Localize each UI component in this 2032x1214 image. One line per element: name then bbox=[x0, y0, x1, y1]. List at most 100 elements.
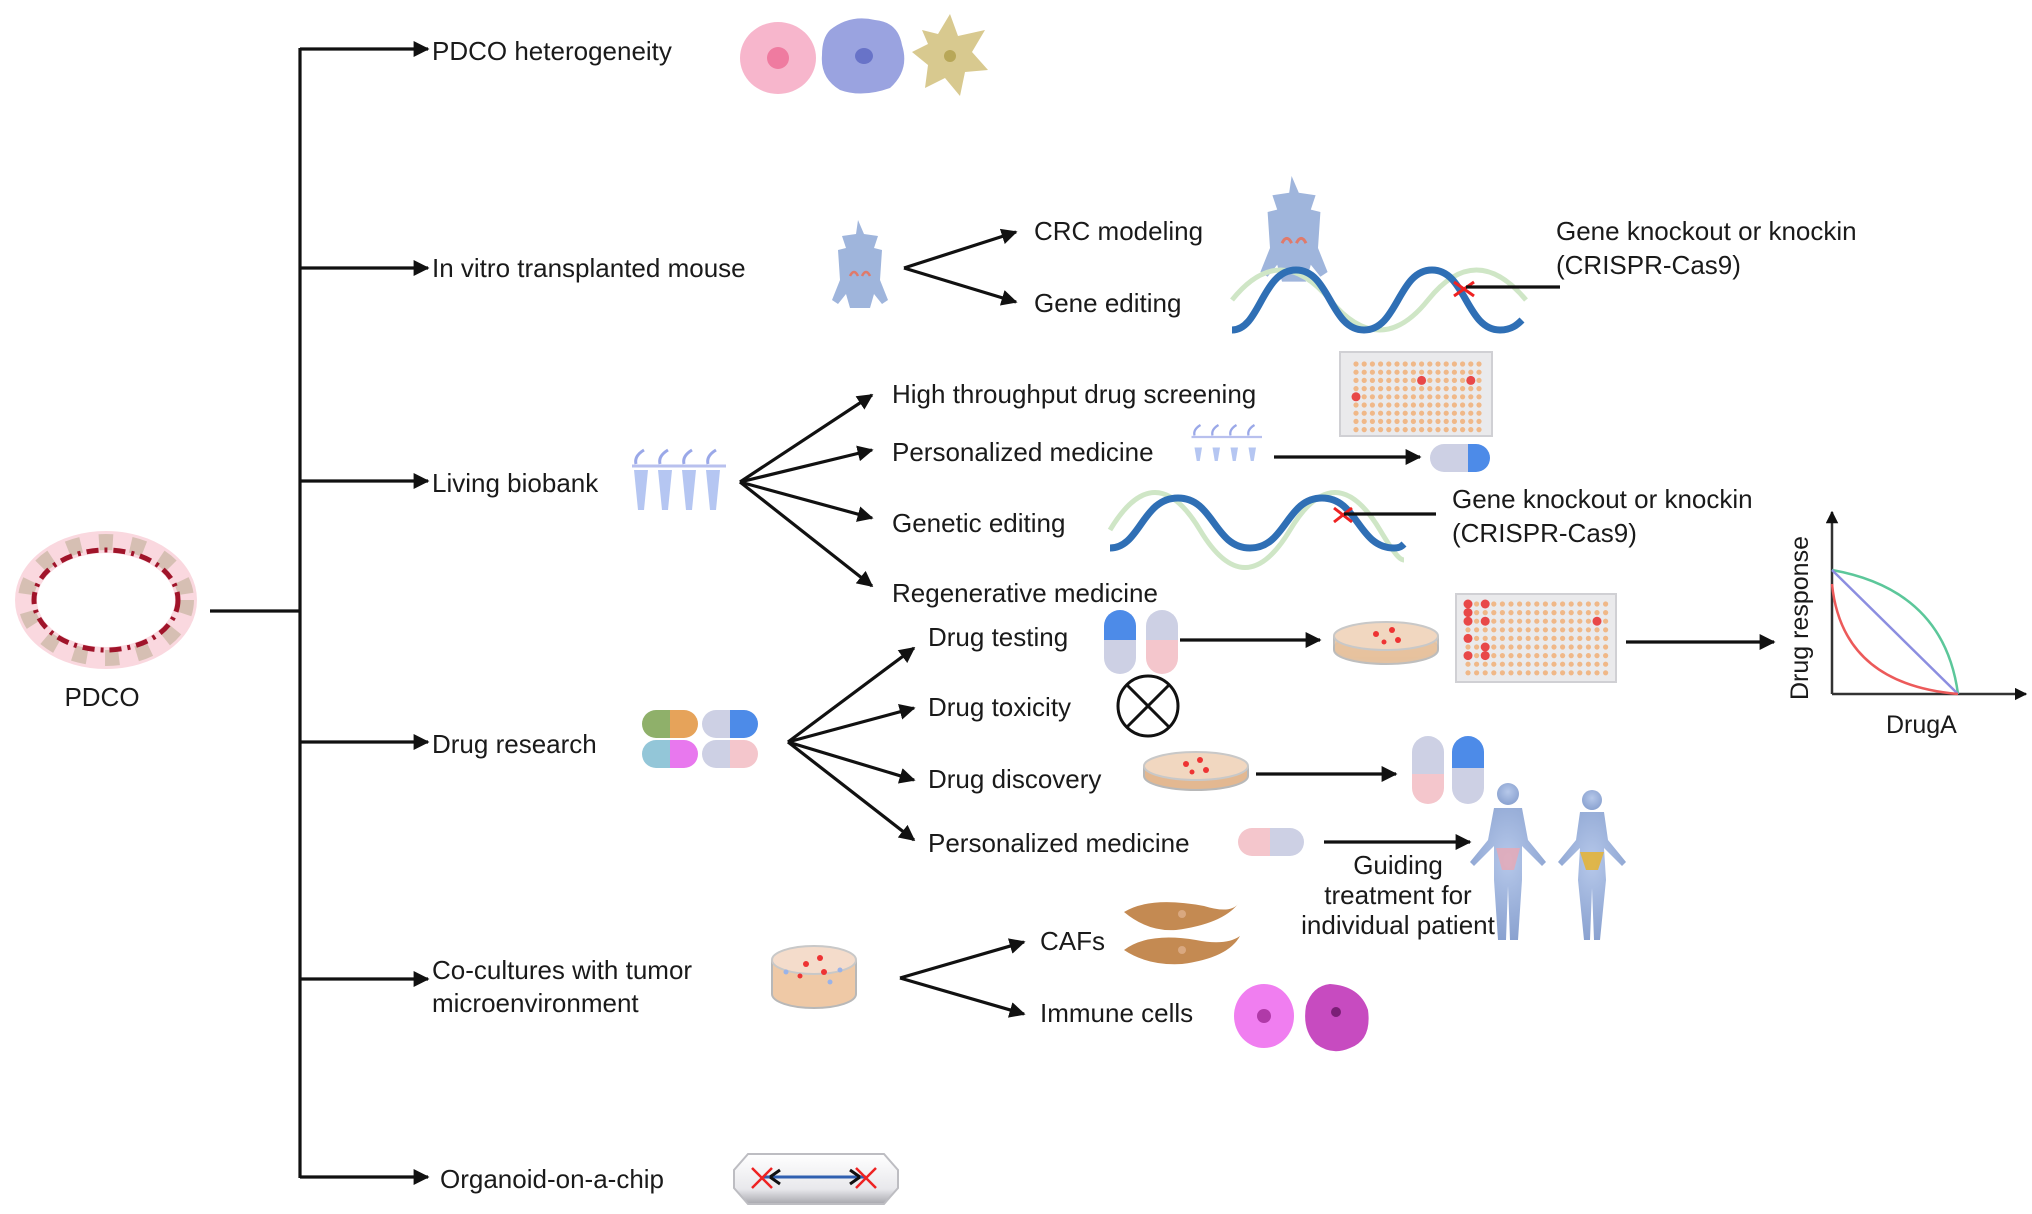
well bbox=[1443, 427, 1449, 433]
well bbox=[1378, 369, 1384, 375]
arrow-hts bbox=[739, 393, 874, 484]
well bbox=[1517, 610, 1523, 616]
well bbox=[1394, 377, 1400, 383]
well bbox=[1542, 670, 1548, 676]
well bbox=[1353, 377, 1359, 383]
well bbox=[1386, 386, 1392, 392]
well bbox=[1585, 653, 1591, 659]
well bbox=[1443, 394, 1449, 400]
toxicity-cross-circle-icon bbox=[1116, 674, 1180, 738]
well bbox=[1508, 661, 1514, 667]
well bbox=[1525, 610, 1531, 616]
well bbox=[1410, 369, 1416, 375]
well bbox=[1551, 618, 1557, 624]
well bbox=[1568, 601, 1574, 607]
well bbox=[1419, 394, 1425, 400]
culture-dish-icon bbox=[1333, 621, 1439, 665]
well bbox=[1394, 427, 1400, 433]
crc-mouse-icon bbox=[1260, 176, 1328, 282]
well bbox=[1542, 635, 1548, 641]
well bbox=[1386, 410, 1392, 416]
well bbox=[1460, 402, 1466, 408]
well bbox=[1410, 427, 1416, 433]
well bbox=[1435, 394, 1441, 400]
well bbox=[1594, 635, 1600, 641]
well bbox=[1460, 369, 1466, 375]
well bbox=[1463, 651, 1473, 661]
well bbox=[1551, 601, 1557, 607]
well bbox=[1451, 377, 1457, 383]
well bbox=[1568, 618, 1574, 624]
well bbox=[1410, 386, 1416, 392]
well bbox=[1468, 361, 1474, 367]
well bbox=[1361, 402, 1367, 408]
well bbox=[1525, 661, 1531, 667]
well bbox=[1353, 402, 1359, 408]
well bbox=[1463, 608, 1473, 618]
label-immune: Immune cells bbox=[1040, 998, 1193, 1028]
well bbox=[1560, 635, 1566, 641]
well bbox=[1361, 369, 1367, 375]
well bbox=[1353, 369, 1359, 375]
well bbox=[1402, 402, 1408, 408]
arrow-regenerative bbox=[739, 480, 874, 588]
well bbox=[1577, 635, 1583, 641]
guiding-line2: treatment for bbox=[1324, 880, 1472, 910]
well bbox=[1499, 601, 1505, 607]
well bbox=[1394, 394, 1400, 400]
well bbox=[1353, 427, 1359, 433]
well bbox=[1568, 670, 1574, 676]
well bbox=[1369, 361, 1375, 367]
well bbox=[1577, 601, 1583, 607]
well bbox=[1594, 670, 1600, 676]
pdco-organoid-icon bbox=[15, 531, 197, 669]
well bbox=[1480, 651, 1490, 661]
well bbox=[1394, 410, 1400, 416]
well bbox=[1417, 375, 1427, 385]
well bbox=[1517, 653, 1523, 659]
well bbox=[1369, 402, 1375, 408]
well bbox=[1603, 653, 1609, 659]
arrow-drug-testing bbox=[787, 646, 916, 744]
well bbox=[1435, 427, 1441, 433]
well bbox=[1474, 627, 1480, 633]
well bbox=[1568, 644, 1574, 650]
label-cafs: CAFs bbox=[1040, 926, 1105, 956]
mouse-icon bbox=[832, 220, 888, 308]
edit-site-marker-icon bbox=[1453, 280, 1475, 298]
well bbox=[1499, 661, 1505, 667]
guiding-line3: individual patient bbox=[1301, 910, 1495, 940]
callout-biobank-line1: Gene knockout or knockin bbox=[1452, 484, 1753, 514]
well bbox=[1482, 635, 1488, 641]
well bbox=[1427, 427, 1433, 433]
well bbox=[1482, 670, 1488, 676]
well bbox=[1534, 635, 1540, 641]
well bbox=[1435, 361, 1441, 367]
well bbox=[1443, 410, 1449, 416]
well bbox=[1534, 610, 1540, 616]
well bbox=[1542, 653, 1548, 659]
well bbox=[1542, 627, 1548, 633]
well bbox=[1542, 610, 1548, 616]
well bbox=[1525, 670, 1531, 676]
well bbox=[1476, 369, 1482, 375]
well bbox=[1427, 369, 1433, 375]
branch-label-heterogeneity: PDCO heterogeneity bbox=[432, 36, 672, 66]
well-plate-result-icon bbox=[1455, 593, 1617, 683]
well bbox=[1427, 394, 1433, 400]
well bbox=[1474, 635, 1480, 641]
well bbox=[1491, 601, 1497, 607]
well bbox=[1394, 386, 1400, 392]
well bbox=[1594, 653, 1600, 659]
well bbox=[1491, 627, 1497, 633]
well bbox=[1410, 402, 1416, 408]
well bbox=[1482, 627, 1488, 633]
well bbox=[1508, 653, 1514, 659]
well bbox=[1480, 642, 1490, 652]
label-personalized-biobank: Personalized medicine bbox=[892, 437, 1154, 467]
well bbox=[1517, 601, 1523, 607]
well bbox=[1468, 394, 1474, 400]
well bbox=[1353, 361, 1359, 367]
well bbox=[1517, 618, 1523, 624]
well bbox=[1468, 386, 1474, 392]
